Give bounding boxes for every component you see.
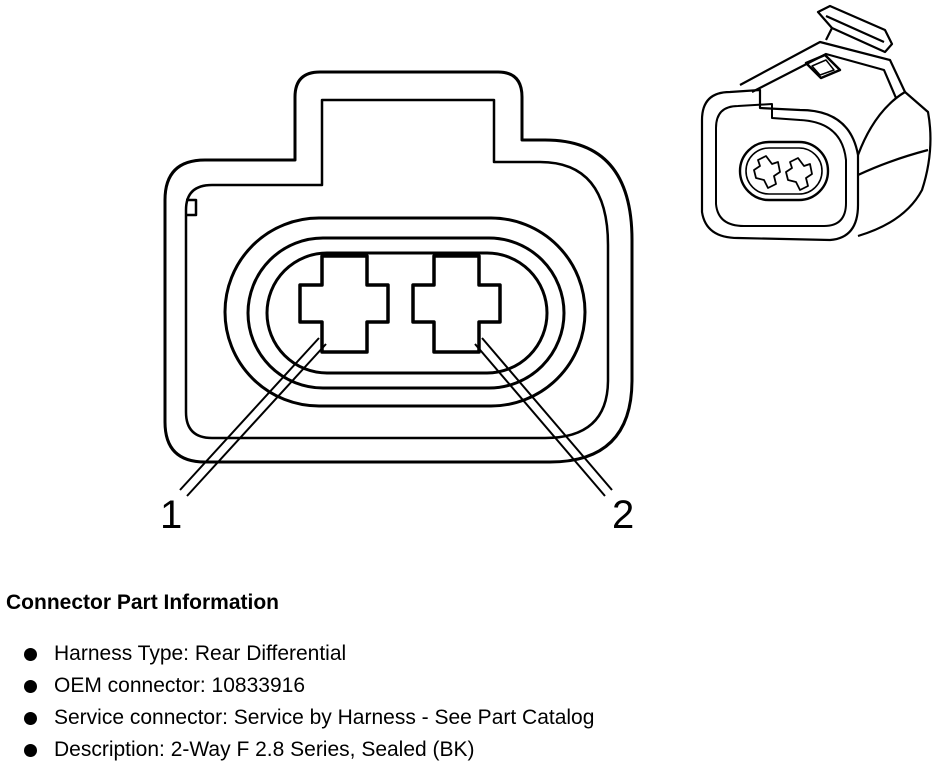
leader-line-2a (481, 337, 613, 491)
info-title: Connector Part Information (6, 591, 280, 614)
leader-line-1b (186, 343, 327, 497)
connector-part-information: Connector Part Information Harness Type:… (6, 590, 936, 766)
info-item-service-connector: Service connector: Service by Harness - … (6, 702, 936, 734)
housing-outer (163, 70, 634, 464)
pin-cavity-1 (298, 254, 390, 354)
seal-ring-inner (265, 251, 549, 375)
info-item-harness-type: Harness Type: Rear Differential (6, 638, 936, 670)
pin-label-2: 2 (612, 493, 634, 537)
seal-ring-outer (223, 216, 587, 408)
info-item-description: Description: 2-Way F 2.8 Series, Sealed … (6, 734, 936, 766)
seal-ring-middle (246, 236, 566, 390)
pin-cavity-2 (411, 254, 502, 354)
bullet-icon (24, 744, 37, 757)
pin-label-1: 1 (160, 493, 182, 537)
bullet-icon (24, 680, 37, 693)
info-item-text: Service connector: Service by Harness - … (54, 706, 595, 729)
connector-diagram: 1 2 (160, 4, 932, 537)
connector-isometric-view (700, 4, 932, 242)
info-item-oem-connector: OEM connector: 10833916 (6, 670, 936, 702)
connector-face-view (163, 70, 634, 497)
bullet-icon (24, 648, 37, 661)
info-item-text: OEM connector: 10833916 (54, 674, 305, 697)
housing-inner-notch (186, 198, 198, 217)
leader-line-2b (474, 343, 606, 497)
bullet-icon (24, 712, 37, 725)
leader-line-1a (179, 337, 320, 491)
info-item-text: Harness Type: Rear Differential (54, 642, 347, 665)
info-item-text: Description: 2-Way F 2.8 Series, Sealed … (54, 738, 475, 761)
info-list: Harness Type: Rear Differential OEM conn… (6, 638, 936, 766)
